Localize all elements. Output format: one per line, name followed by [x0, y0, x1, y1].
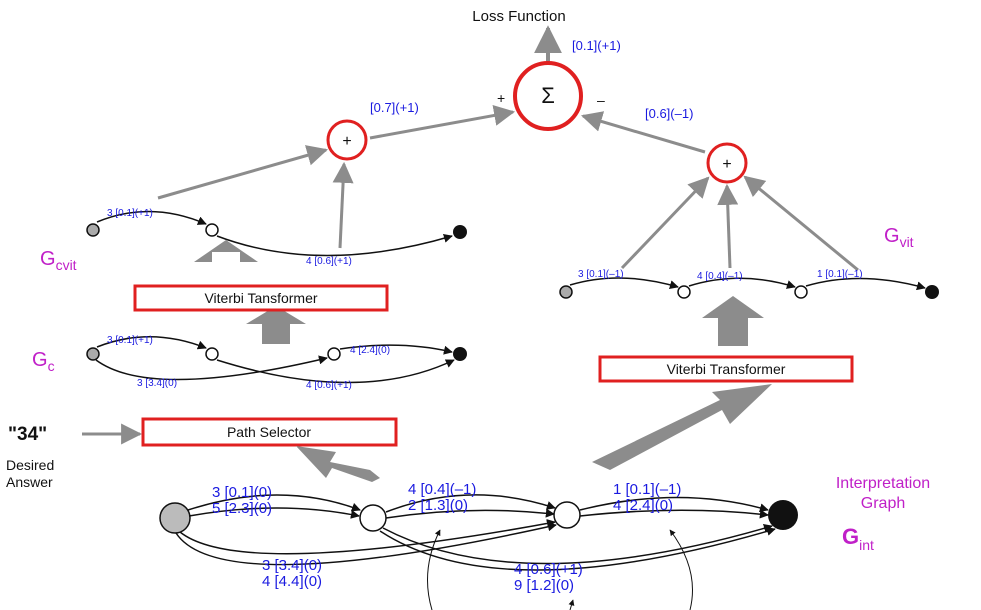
cvit-arc2-to-plus	[332, 161, 354, 249]
sum-symbol: Σ	[541, 83, 555, 108]
left-viterbi-transformer	[133, 284, 389, 312]
g-int-label: Gint	[842, 524, 874, 553]
right-to-sum-arrow	[580, 111, 706, 154]
int-node-2	[359, 504, 387, 532]
cvit-node-end	[453, 225, 467, 239]
g-cvit-label: Gcvit	[40, 248, 77, 273]
sum-plus-sign: +	[497, 90, 505, 106]
vit-arc3	[805, 277, 926, 291]
int-arc-0-1-a	[187, 494, 361, 512]
loss-function-label: Loss Function	[472, 8, 565, 25]
vit-arc2-to-plus	[717, 183, 739, 269]
gc-arc2-label: 3 [3.4](0)	[137, 378, 177, 389]
interpretation-label-line2: Graph	[861, 495, 905, 512]
int-arc-0-1-b	[188, 507, 360, 519]
gc-arc1-label: 3 [0.1](+1)	[107, 335, 153, 346]
loss-value: [0.1](+1)	[572, 38, 621, 53]
vit-node-start	[559, 285, 573, 299]
desired-answer-value: "34"	[8, 424, 47, 445]
int-arc-0-2-b	[175, 522, 557, 566]
cvit-node-mid	[205, 223, 219, 237]
vit-arc1-label: 3 [0.1](–1)	[578, 269, 624, 280]
int-arc-1-3-a	[382, 523, 773, 565]
int-node-end	[768, 500, 798, 530]
gc-node-mid	[205, 347, 219, 361]
int-arc-label-6: 4 [2.4](0)	[613, 497, 673, 514]
vit-arc2-label: 4 [0.4](–1)	[697, 271, 743, 282]
cvit-arc2-label: 4 [0.6](+1)	[306, 256, 352, 267]
right-plus-symbol: +	[722, 156, 731, 173]
int-arc-1-2-b	[385, 508, 555, 519]
int-arc-label-9: 4 [0.6](+1)	[514, 561, 583, 578]
g-vit-label: Gvit	[884, 225, 914, 250]
left-sum-value: [0.7](+1)	[370, 100, 419, 115]
int-arc-label-3: 4 [0.4](–1)	[408, 481, 476, 498]
int-to-right-transformer-arrow	[592, 384, 772, 470]
vit-arc1	[569, 277, 679, 290]
left-plus-node	[326, 119, 368, 161]
int-arc-label-4: 2 [1.3](0)	[408, 497, 468, 514]
right-sum-value: [0.6](–1)	[645, 106, 693, 121]
int-arc-label-10: 9 [1.2](0)	[514, 577, 574, 594]
int-arc-label-1: 3 [0.1](0)	[212, 484, 272, 501]
vit-node-3	[794, 285, 808, 299]
vit-node-2	[677, 285, 691, 299]
int-node-3	[553, 501, 581, 529]
cvit-arc1-label: 3 [0.1](+1)	[107, 208, 153, 219]
right-viterbi-transformer	[598, 355, 854, 383]
int-arc-label-7: 3 [3.4](0)	[262, 557, 322, 574]
int-arc-2-3-a	[579, 496, 769, 513]
vit-arc1-to-plus	[620, 176, 710, 270]
sum-node	[513, 61, 583, 131]
int-pointer-mid	[568, 599, 575, 610]
gc-arc1	[96, 336, 207, 350]
g-c-label: Gc	[32, 349, 55, 374]
int-to-selector-arrow	[296, 446, 380, 482]
desired-answer-line2: Answer	[6, 474, 53, 490]
gc-arc4-label: 4 [0.6](+1)	[306, 380, 352, 391]
gc-node-mid2	[327, 347, 341, 361]
int-arc-0-2-a	[179, 519, 556, 555]
int-arc-label-5: 1 [0.1](–1)	[613, 481, 681, 498]
gc-to-transformer-arrow	[246, 306, 306, 344]
vit-arc3-to-plus	[743, 175, 859, 272]
gc-arc3	[339, 344, 453, 355]
right-viterbi-transformer-label: Viterbi Transformer	[667, 361, 786, 377]
left-viterbi-transformer-label: Viterbi Tansformer	[204, 290, 317, 306]
sum-minus-sign: –	[597, 92, 605, 108]
int-node-start	[159, 502, 191, 534]
transformer-to-cvit-arrow	[194, 240, 258, 262]
path-selector-label: Path Selector	[227, 424, 311, 440]
vit-node-end	[925, 285, 939, 299]
vit-arc3-label: 1 [0.1](–1)	[817, 269, 863, 280]
int-pointer-right	[669, 529, 693, 610]
int-pointer-left	[427, 529, 441, 610]
gc-node-end	[453, 347, 467, 361]
cvit-node-start	[86, 223, 100, 237]
left-to-sum-arrow	[369, 105, 516, 140]
right-plus-node	[706, 142, 748, 184]
gc-node-start	[86, 347, 100, 361]
transformer-to-vit-arrow	[702, 296, 764, 346]
gc-arc4	[216, 359, 455, 384]
int-arc-1-3-b	[379, 526, 776, 571]
desired-answer-line1: Desired	[6, 457, 54, 473]
cvit-arc1	[96, 210, 207, 225]
cvit-arc1-to-plus	[157, 145, 329, 200]
int-arc-1-2-a	[385, 494, 556, 513]
int-arc-2-3-b	[579, 509, 769, 519]
left-plus-symbol: +	[342, 133, 351, 150]
cvit-arc2	[216, 233, 453, 257]
gc-arc2	[95, 355, 328, 381]
vit-arc2	[688, 277, 796, 289]
path-selector	[141, 417, 398, 447]
interpretation-label-line1: Interpretation	[836, 475, 930, 492]
gc-arc3-label: 4 [2.4](0)	[350, 345, 390, 356]
int-arc-label-8: 4 [4.4](0)	[262, 573, 322, 590]
int-arc-label-2: 5 [2.3](0)	[212, 500, 272, 517]
